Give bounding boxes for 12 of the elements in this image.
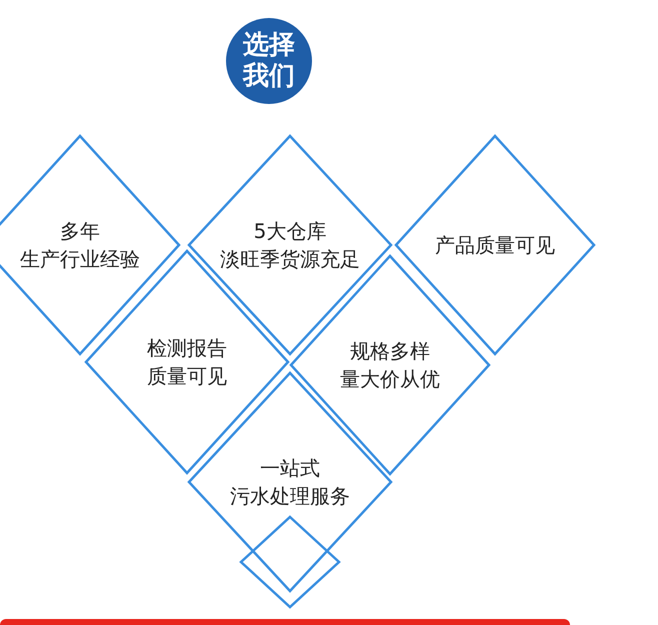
feature-text: 污水处理服务 xyxy=(230,484,350,508)
feature-text: 生产行业经验 xyxy=(20,247,140,271)
feature-text: 多年 xyxy=(60,219,100,243)
feature-text: 一站式 xyxy=(260,456,320,480)
title-text: 选择我们 xyxy=(242,30,296,92)
feature-text: 规格多样 xyxy=(350,339,430,363)
feature-text: 质量可见 xyxy=(147,364,227,388)
feature-text: 检测报告 xyxy=(147,336,227,360)
feature-text: 产品质量可见 xyxy=(435,233,555,257)
feature-text: 5大仓库 xyxy=(254,219,326,243)
feature-text: 淡旺季货源充足 xyxy=(220,247,360,271)
feature-text: 量大价从优 xyxy=(340,367,440,391)
